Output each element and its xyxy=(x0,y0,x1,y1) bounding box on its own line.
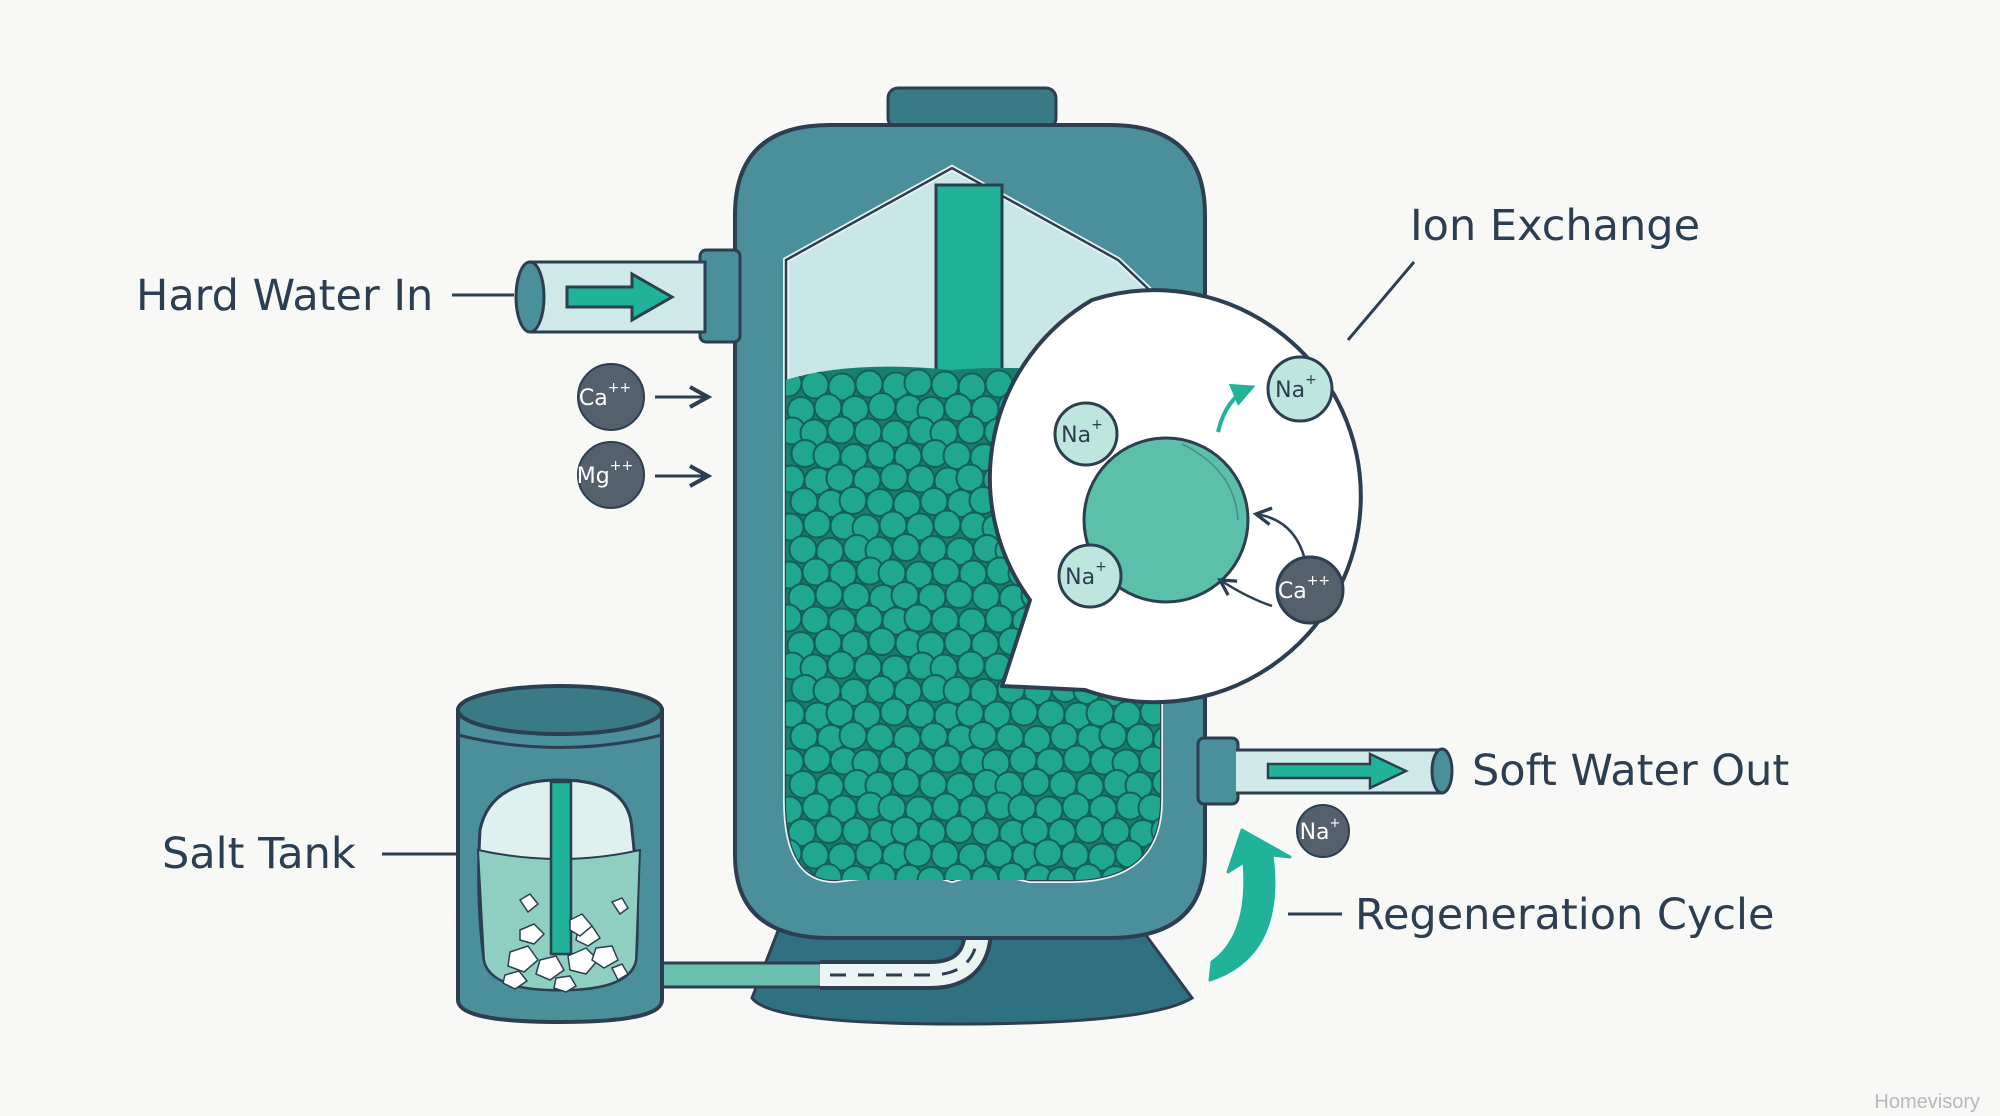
calcium-capture-arrow-2 xyxy=(1220,580,1273,608)
resin-bead xyxy=(814,580,844,609)
resin-bead xyxy=(1098,721,1128,750)
sodium-release-arrow xyxy=(1216,383,1256,433)
resin-bead xyxy=(1151,768,1160,797)
resin-bead xyxy=(1033,838,1063,868)
resin-bead-large xyxy=(1082,436,1250,604)
svg-text:Na+: Na+ xyxy=(1065,559,1107,590)
ion-charge: + xyxy=(1091,417,1103,433)
ion-na-outgoing: Na+ xyxy=(1296,804,1350,858)
ion-ca-incoming: Ca++ xyxy=(577,363,708,431)
outlet-flow-arrow xyxy=(1266,752,1409,790)
resin-bead xyxy=(903,838,933,868)
resin-bead xyxy=(1062,744,1092,774)
ion-symbol: Ca xyxy=(1278,579,1307,604)
resin-bead xyxy=(802,744,832,774)
ion-charge: + xyxy=(1305,372,1317,388)
ion-exchange-callout xyxy=(987,288,1363,705)
calcium-capture-arrow-1 xyxy=(1256,514,1307,561)
resin-bead xyxy=(826,650,856,680)
tank-cap xyxy=(886,86,1058,130)
resin-bead xyxy=(1137,793,1160,823)
ion-charge: + xyxy=(1330,816,1341,831)
resin-bead xyxy=(814,815,844,844)
regeneration-cycle-label: Regeneration Cycle xyxy=(1355,890,1774,940)
svg-text:Ca++: Ca++ xyxy=(1278,573,1330,604)
svg-text:Na+: Na+ xyxy=(1061,417,1103,448)
resin-bead xyxy=(838,486,868,515)
salt-crystals xyxy=(502,893,630,993)
resin-bead xyxy=(903,368,933,398)
ion-ca-callout: Ca++ xyxy=(1275,555,1345,625)
ion-symbol: Mg xyxy=(577,464,610,489)
resin-bead xyxy=(1074,815,1104,844)
resin-bead xyxy=(879,462,909,492)
soft-water-out-label: Soft Water Out xyxy=(1472,746,1789,796)
svg-text:Na+: Na+ xyxy=(1300,816,1341,845)
resin-bead xyxy=(1009,697,1039,727)
resin-bead xyxy=(867,627,897,656)
ion-symbol: Ca xyxy=(579,386,608,411)
outlet-pipe xyxy=(1196,736,1454,806)
resin-bead xyxy=(956,650,986,680)
resin-bead xyxy=(879,697,909,727)
hard-water-in-label: Hard Water In xyxy=(136,271,433,321)
resin-bead xyxy=(1152,725,1160,754)
ion-na-bottom: Na+ xyxy=(1057,543,1123,609)
ion-symbol: Na xyxy=(1300,820,1330,845)
ion-exchange-label: Ion Exchange xyxy=(1410,201,1700,251)
resin-bead xyxy=(968,721,998,750)
ion-na-top: Na+ xyxy=(1266,355,1334,423)
svg-text:Ca++: Ca++ xyxy=(579,380,631,411)
ion-symbol: Na xyxy=(1065,565,1095,590)
ion-na-left: Na+ xyxy=(1053,401,1119,467)
inlet-pipe xyxy=(514,248,742,344)
inlet-flow-arrow xyxy=(565,271,676,323)
resin-bead xyxy=(903,603,933,633)
ion-symbol: Na xyxy=(1275,378,1305,403)
resin-bead xyxy=(1021,768,1051,797)
ion-exchange-leader xyxy=(1346,261,1416,341)
resin-bead xyxy=(956,415,986,445)
svg-text:Mg++: Mg++ xyxy=(577,458,633,489)
resin-bead xyxy=(932,509,962,539)
resin-bead xyxy=(891,533,921,562)
resin-bead xyxy=(1046,866,1076,881)
resin-bead xyxy=(867,392,897,421)
ion-charge: ++ xyxy=(610,458,633,474)
resin-bead xyxy=(891,768,921,797)
resin-bead xyxy=(944,815,974,844)
ion-charge: + xyxy=(1095,559,1107,575)
resin-bead xyxy=(838,721,868,750)
svg-text:Na+: Na+ xyxy=(1275,372,1317,403)
ion-symbol: Na xyxy=(1061,423,1091,448)
resin-bead xyxy=(826,415,856,445)
watermark: Homevisory xyxy=(1874,1091,1980,1113)
ion-mg-incoming: Mg++ xyxy=(577,441,708,509)
salt-tank xyxy=(456,684,664,1025)
resin-bead xyxy=(944,580,974,609)
regeneration-arrow xyxy=(1208,828,1292,982)
salt-tank-label: Salt Tank xyxy=(162,829,356,879)
resin-bead xyxy=(932,744,962,774)
ion-charge: ++ xyxy=(1307,573,1330,589)
resin-bead xyxy=(1138,745,1160,775)
resin-bead xyxy=(916,866,946,881)
resin-bead xyxy=(802,509,832,539)
ion-charge: ++ xyxy=(608,380,631,396)
